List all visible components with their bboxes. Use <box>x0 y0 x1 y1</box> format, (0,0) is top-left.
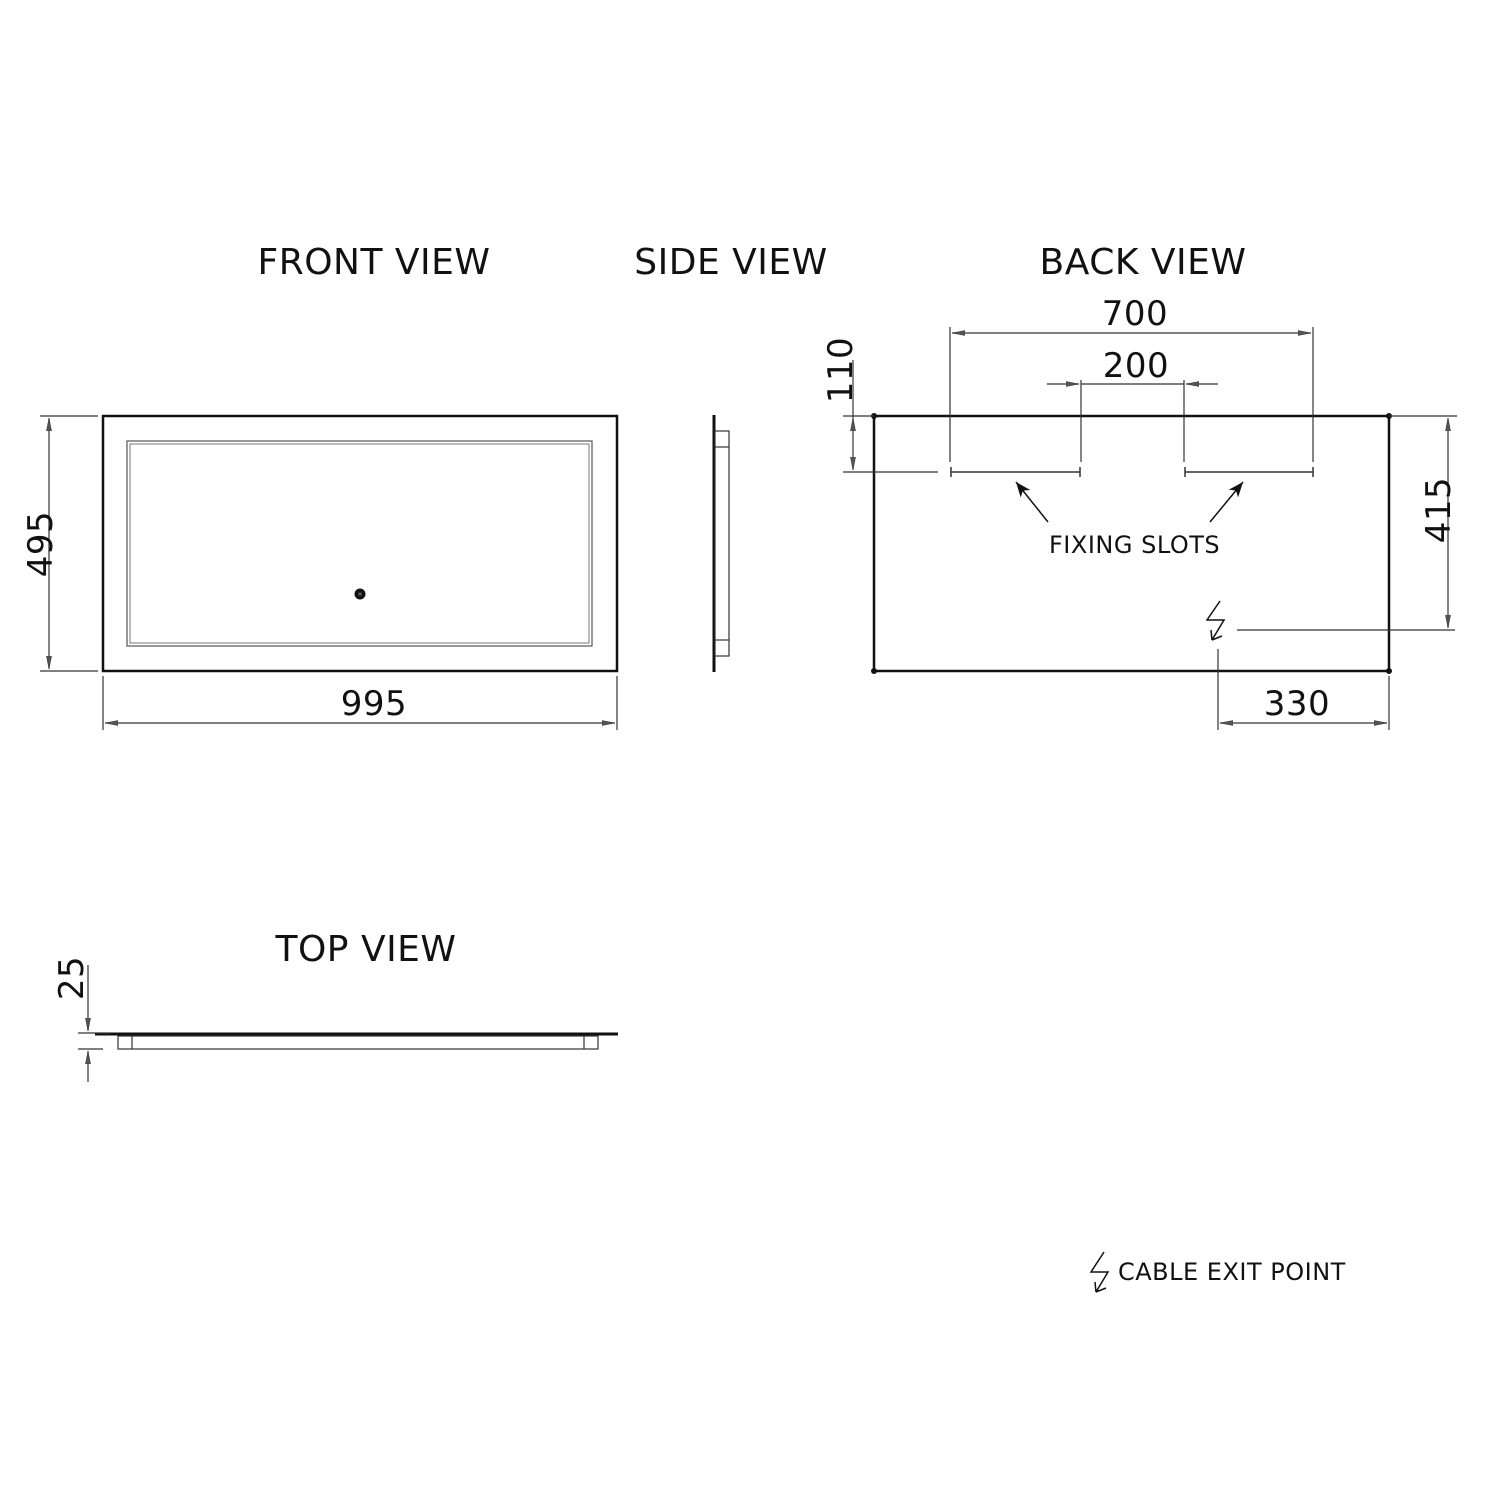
front-width-label: 995 <box>340 684 408 724</box>
top-view-title: TOP VIEW <box>275 929 457 970</box>
front-inner-glass <box>126 440 593 647</box>
slot-offset-label: 110 <box>821 336 862 404</box>
fixing-slots-label: FIXING SLOTS <box>1049 531 1221 559</box>
front-outer-frame <box>101 414 619 673</box>
front-height-label: 495 <box>21 510 62 578</box>
side-view-title: SIDE VIEW <box>634 242 828 283</box>
side-view <box>712 415 730 672</box>
sensor-button-icon <box>354 588 366 600</box>
back-view <box>843 327 1457 730</box>
top-depth-label: 25 <box>52 955 93 1001</box>
cable-from-right-label: 330 <box>1263 684 1331 724</box>
slot-outer-label: 700 <box>1101 294 1169 334</box>
back-view-title: BACK VIEW <box>1039 242 1247 283</box>
legend-lightning-arrow-icon <box>1089 1251 1110 1293</box>
slot-inner-label: 200 <box>1102 346 1170 386</box>
legend-cable-exit-label: CABLE EXIT POINT <box>1118 1258 1346 1286</box>
cable-height-label: 415 <box>1419 476 1460 544</box>
lightning-arrow-icon <box>1205 600 1226 641</box>
front-inner-glass-inset <box>129 443 590 644</box>
front-view <box>40 414 619 730</box>
front-view-title: FRONT VIEW <box>257 242 491 283</box>
fixing-slot-left <box>950 467 1081 477</box>
top-view <box>78 965 618 1082</box>
fixing-slot-right <box>1184 467 1314 477</box>
